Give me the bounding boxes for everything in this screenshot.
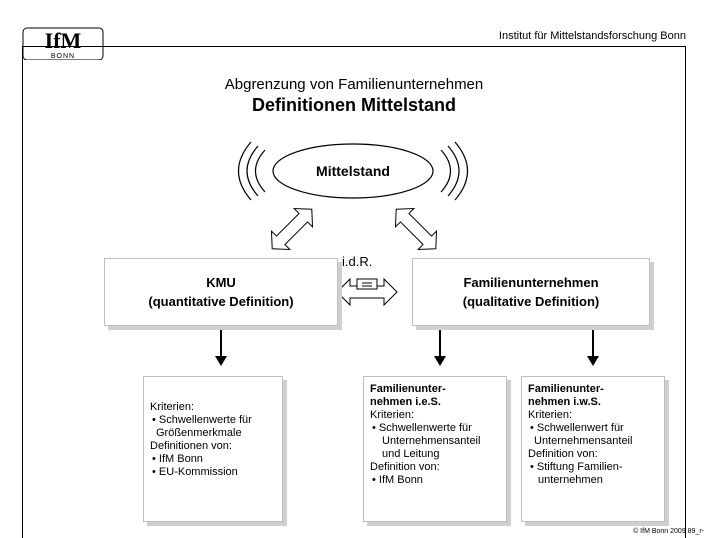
familie-iws-box: Familienunter- nehmen i.w.S. Kriterien: … [521, 376, 665, 522]
slide-title: Definitionen Mittelstand [252, 95, 456, 115]
down-arrow-icon [587, 330, 599, 366]
criteria-line: • EU-Kommission [152, 466, 238, 478]
criteria-line: Unternehmensanteil [382, 435, 481, 447]
double-arrow-horizontal-icon [336, 277, 398, 307]
criteria-line: Definition von: [370, 461, 440, 473]
familie-ies-box: Familienunter- nehmen i.e.S. Kriterien: … [363, 376, 507, 522]
criteria-line: • IfM Bonn [372, 474, 423, 486]
familienunternehmen-subtitle: (qualitative Definition) [462, 294, 600, 309]
kmu-criteria-box: Kriterien: • Schwellenwerte für Größenme… [143, 376, 283, 522]
mittelstand-label: Mittelstand [316, 163, 390, 179]
criteria-line: Definitionen von: [150, 440, 232, 452]
iws-heading: Familienunter- [528, 383, 604, 395]
connector-label: i.d.R. [342, 254, 373, 269]
criteria-line: • Schwellenwerte für [152, 414, 252, 426]
iws-heading: nehmen i.w.S. [528, 396, 601, 408]
criteria-line: • IfM Bonn [152, 453, 203, 465]
criteria-line: unternehmen [538, 474, 603, 486]
criteria-line: Definition von: [528, 448, 598, 460]
criteria-line: Kriterien: [528, 409, 573, 421]
criteria-line: • Stiftung Familien- [530, 461, 623, 473]
ies-heading: Familienunter- [370, 383, 446, 395]
mittelstand-ellipse [238, 141, 468, 201]
familienunternehmen-box: Familienunternehmen (qualitative Definit… [412, 258, 650, 326]
double-arrow-right-icon [394, 207, 438, 251]
kmu-title: KMU [206, 275, 236, 290]
header-divider [22, 46, 686, 47]
criteria-line: Unternehmensanteil [534, 435, 633, 447]
familienunternehmen-title: Familienunternehmen [463, 275, 599, 290]
institute-name: Institut für Mittelstandsforschung Bonn [498, 30, 686, 42]
ifm-logo: IfM BONN [22, 27, 104, 60]
slide-left-border [22, 46, 23, 538]
svg-text:IfM: IfM [45, 28, 82, 53]
kmu-subtitle: (quantitative Definition) [148, 294, 294, 309]
double-arrow-left-icon [270, 207, 314, 251]
down-arrow-icon [434, 330, 446, 366]
copyright: © IfM Bonn 2009 89_r- [633, 528, 704, 535]
ies-heading: nehmen i.e.S. [370, 396, 441, 408]
criteria-line: Größenmerkmale [156, 427, 242, 439]
criteria-line: Kriterien: [150, 401, 195, 413]
slide-subtitle: Abgrenzung von Familienunternehmen [224, 76, 484, 93]
criteria-line: • Schwellenwert für [530, 422, 624, 434]
criteria-line: • Schwellenwerte für [372, 422, 472, 434]
svg-text:BONN: BONN [51, 53, 75, 60]
slide-right-border [685, 46, 686, 538]
criteria-line: Kriterien: [370, 409, 415, 421]
kmu-box: KMU (quantitative Definition) [104, 258, 338, 326]
criteria-line: und Leitung [382, 448, 440, 460]
down-arrow-icon [215, 330, 227, 366]
